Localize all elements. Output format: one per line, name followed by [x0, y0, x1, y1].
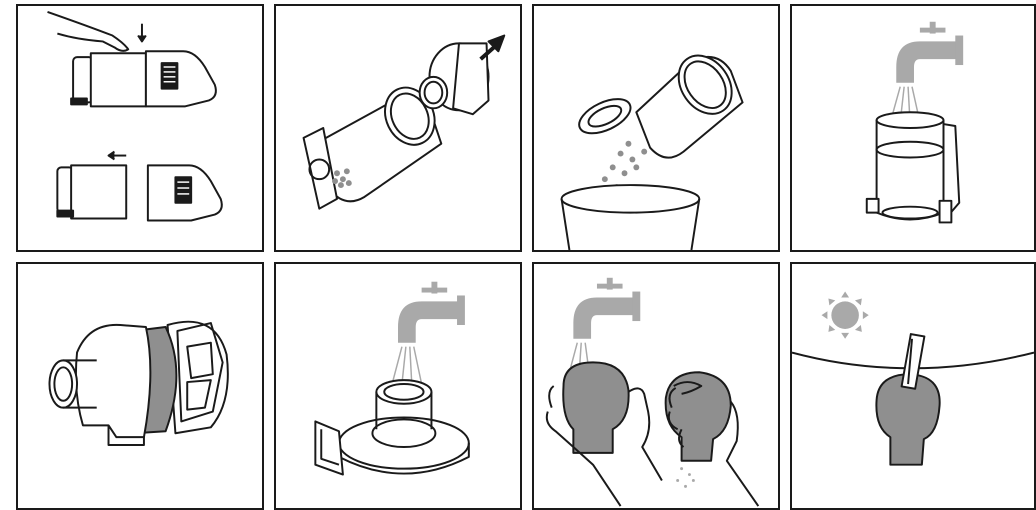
press-release-dustbin-icon — [18, 6, 262, 250]
rinse-dustbin-icon — [792, 6, 1034, 250]
filter-assembly-icon — [18, 264, 262, 508]
step-2-panel — [274, 4, 522, 252]
wash-sponge-icon — [534, 264, 778, 508]
step-8-panel — [790, 262, 1036, 510]
step-5-panel — [16, 262, 264, 510]
step-7-panel — [532, 262, 780, 510]
step-6-panel — [274, 262, 522, 510]
remove-filter-icon — [276, 6, 520, 250]
air-dry-sponge-icon — [792, 264, 1034, 508]
empty-dust-icon — [534, 6, 778, 250]
rinse-filter-icon — [276, 264, 520, 508]
step-3-panel — [532, 4, 780, 252]
step-4-panel — [790, 4, 1036, 252]
step-1-panel — [16, 4, 264, 252]
